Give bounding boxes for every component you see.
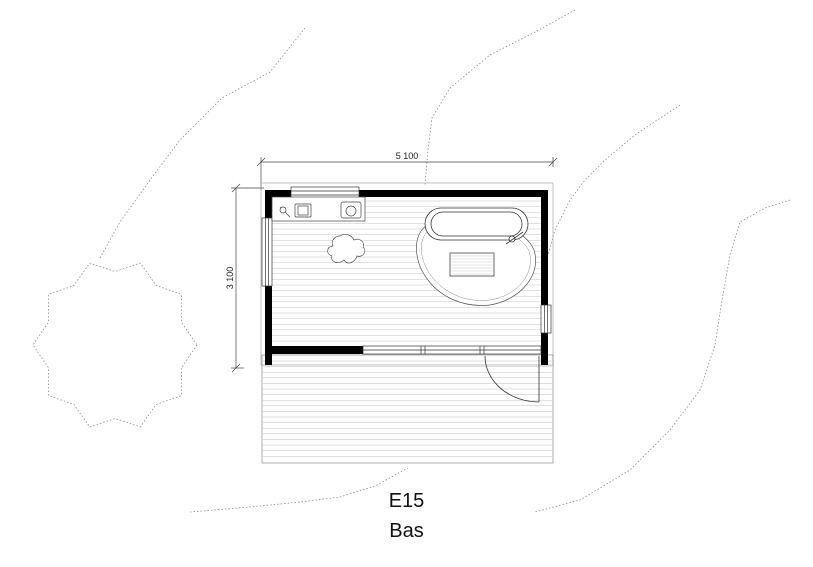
windows: [261, 186, 552, 355]
contour-line: [534, 199, 791, 513]
deck-outline: [261, 354, 554, 464]
depth-dimension-label: 3 100: [225, 267, 235, 290]
contour-line: [544, 104, 681, 266]
contour-line: [424, 9, 576, 186]
sheepskin-rug: [327, 234, 366, 264]
bathtub: [424, 207, 529, 245]
vanity-item: [279, 206, 287, 214]
width-dimension-label: 5 100: [396, 151, 419, 161]
window-top: [290, 186, 360, 200]
vanity-item: [297, 205, 309, 216]
wall-bottom-right: [541, 346, 548, 365]
deck-boards: [263, 360, 552, 457]
door: [484, 355, 540, 403]
width-dimension: [256, 157, 558, 190]
bath-mat: [449, 252, 495, 277]
vanity: [271, 196, 366, 222]
drawing-code: E15: [388, 490, 425, 512]
contour-line: [99, 27, 306, 259]
drawing-title: Bas: [389, 520, 424, 542]
terrain-contours: [99, 9, 791, 513]
bath-mat-pattern: [451, 255, 493, 275]
bathtub-inner: [430, 211, 523, 237]
window-left: [261, 217, 273, 287]
contour-line: [189, 467, 409, 513]
depth-dimension: [231, 183, 264, 373]
tree-outline: [32, 262, 198, 428]
wall-right: [541, 190, 548, 365]
wall-bottom: [265, 346, 363, 354]
glazing-bottom: [362, 345, 542, 355]
building-outline: [260, 182, 554, 366]
basin-drain: [345, 205, 357, 217]
wall-top: [265, 190, 548, 197]
door-swing-arc: [484, 355, 540, 403]
window-right: [540, 304, 552, 334]
bath-tap: [505, 231, 524, 245]
